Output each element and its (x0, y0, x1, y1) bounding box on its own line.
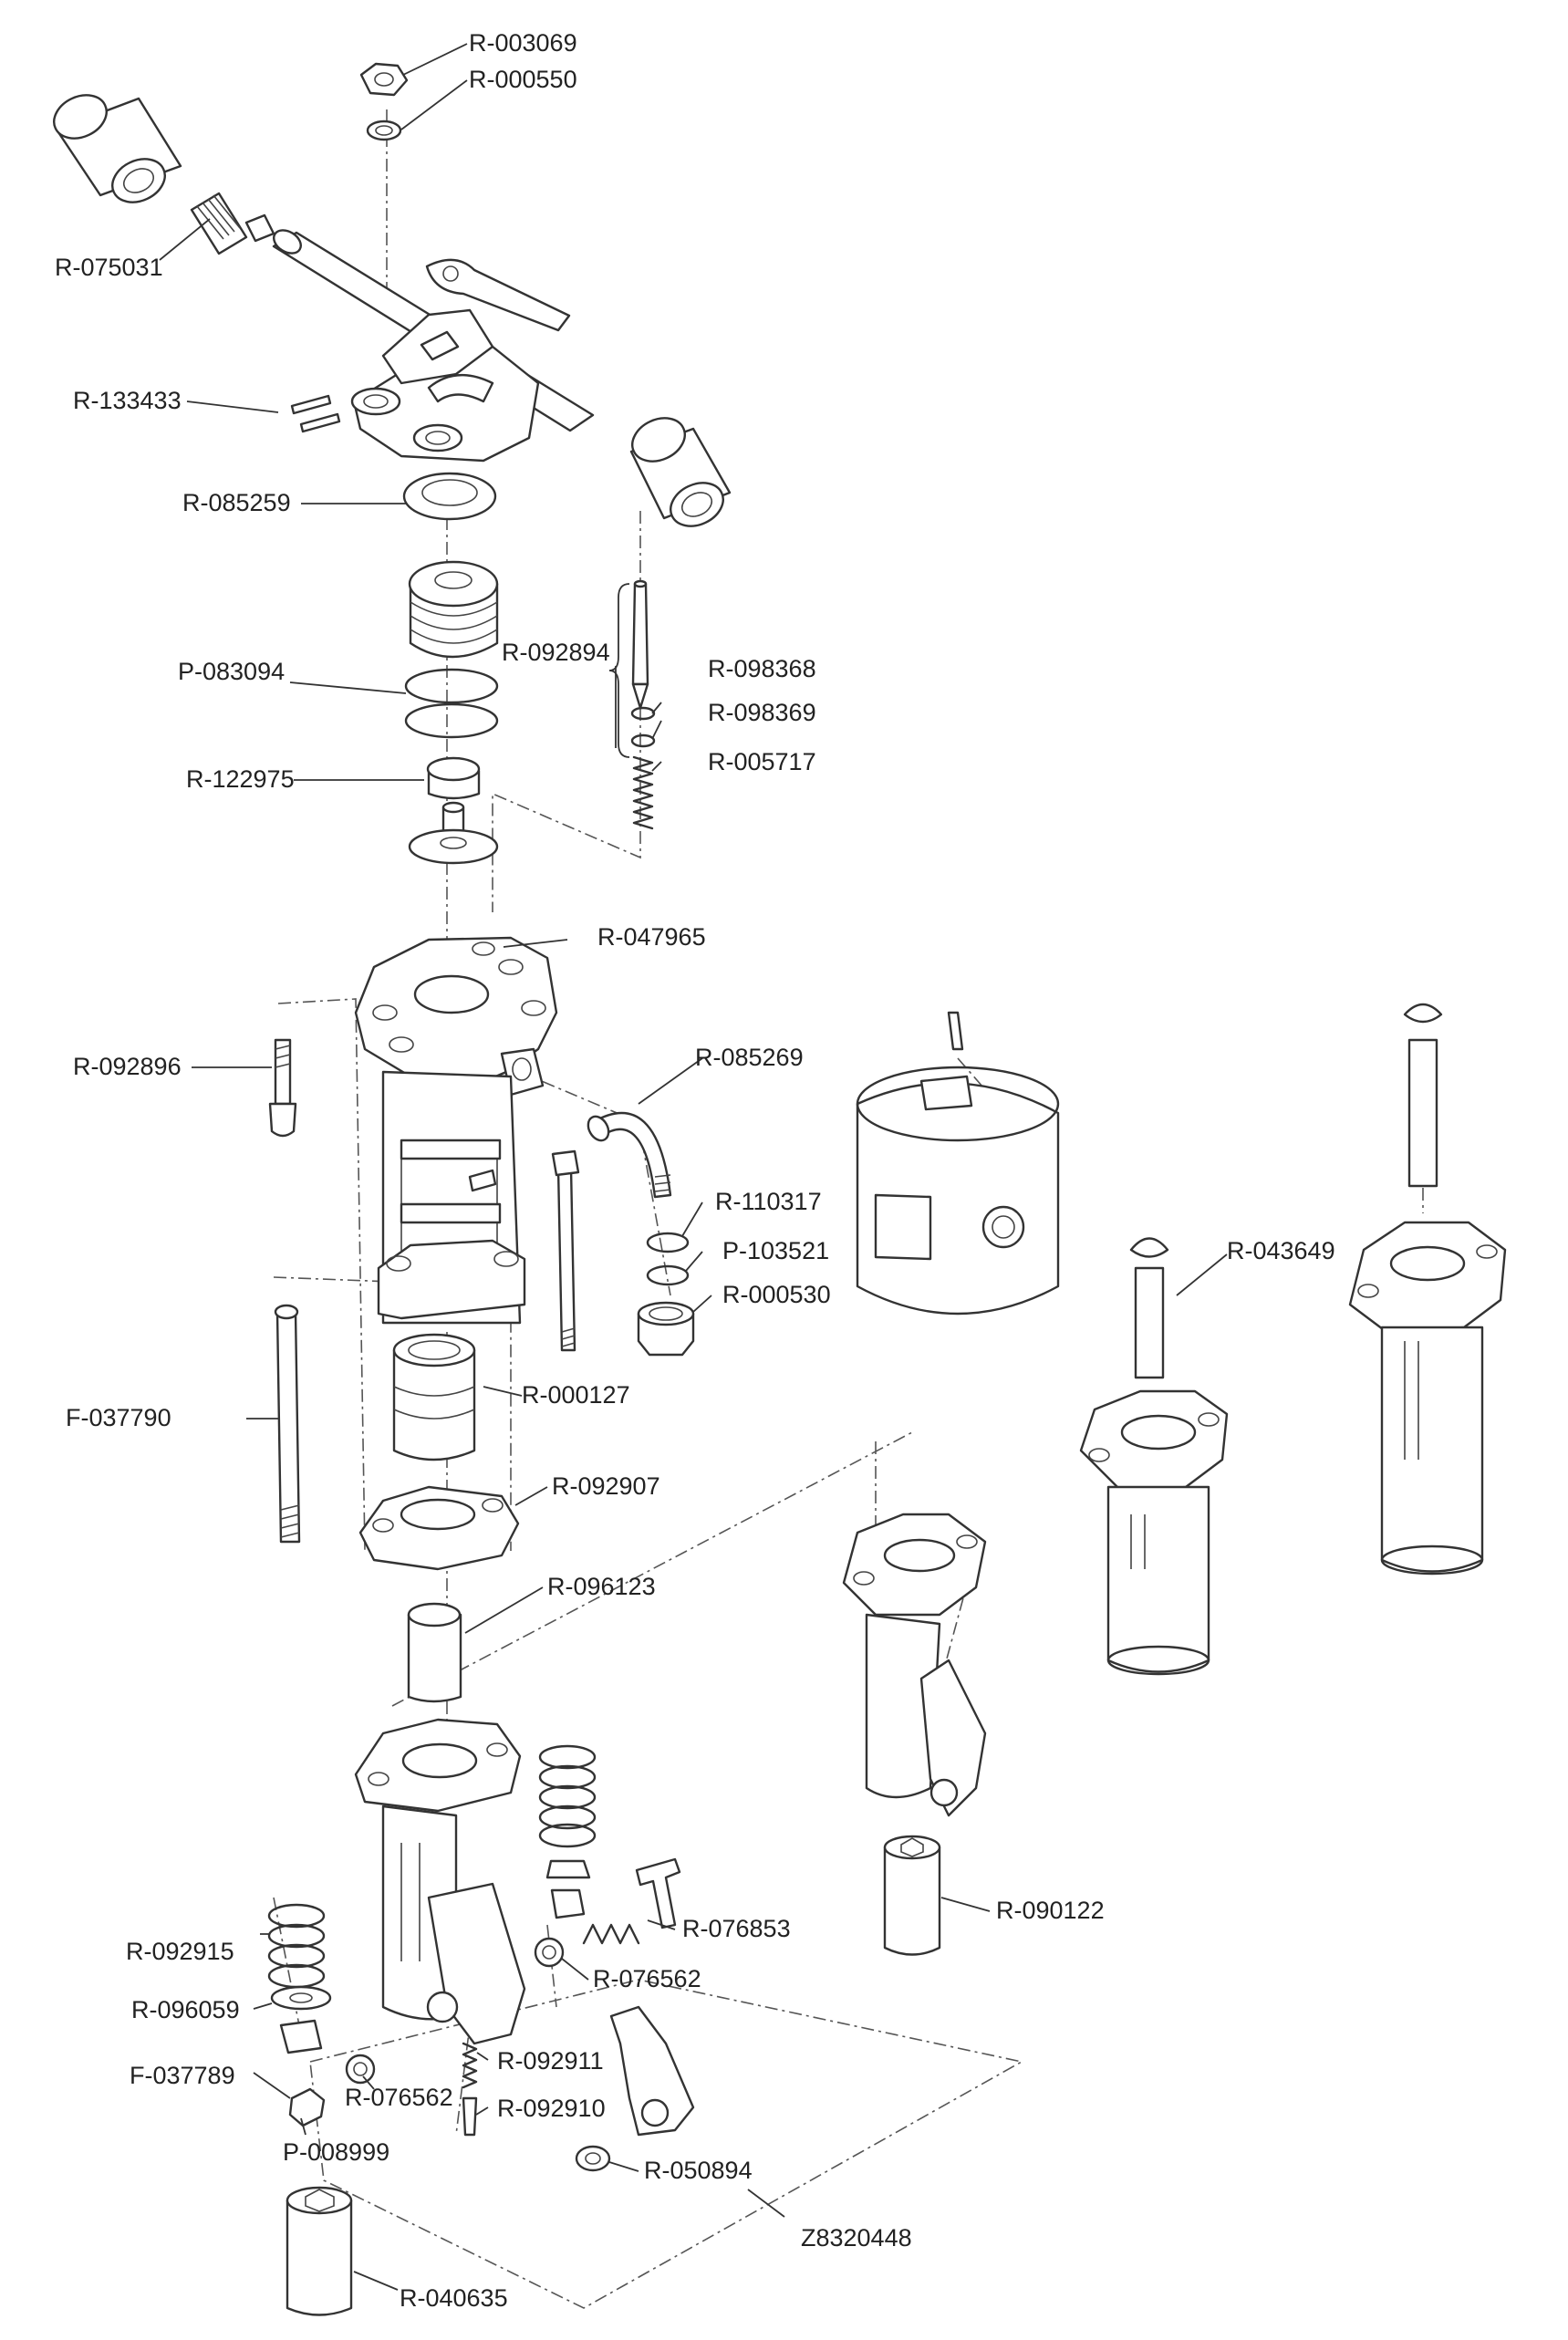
part-label: R-076853 (682, 1915, 791, 1942)
cylinder-head-flange (354, 936, 558, 1097)
part-label: F-037790 (66, 1404, 171, 1431)
part-label: R-005717 (708, 748, 816, 775)
part-label: R-085259 (182, 489, 291, 516)
part-label: R-092911 (497, 2047, 604, 2075)
retainer-frame (309, 1979, 1024, 2309)
part-label: R-076562 (593, 1965, 701, 1992)
top-nut (359, 62, 409, 97)
throttle-valve-rod (631, 579, 649, 710)
handle-assembly (53, 94, 732, 527)
leader-lines (159, 43, 1228, 2291)
cylinder-assembly (354, 936, 558, 1325)
chuck-bushing-right (883, 1835, 941, 1956)
valve-o-rings (630, 706, 656, 748)
handle-housing (350, 308, 540, 463)
long-bolt (274, 1304, 301, 1544)
part-label: Z8320448 (801, 2224, 912, 2252)
part-label: R-096059 (131, 1996, 240, 2023)
part-label: R-050894 (644, 2157, 753, 2184)
part-label: R-040635 (400, 2284, 508, 2312)
latch-spring-right (538, 1744, 597, 1919)
muffler-cover (856, 1011, 1060, 1316)
part-label: R-043649 (1227, 1237, 1335, 1264)
part-label: R-110317 (715, 1188, 822, 1215)
small-bolt-axis (957, 1057, 991, 1096)
inlet-seals (646, 1232, 690, 1286)
throttle-lever (425, 258, 571, 332)
bolt-axis-left (277, 998, 366, 1552)
tie-rod-right (551, 1149, 580, 1352)
sleeve (407, 1602, 462, 1703)
part-label: R-003069 (469, 29, 577, 57)
fitting-axis (519, 1071, 671, 1296)
latch-spring-left (267, 1903, 332, 2054)
o-rings (404, 668, 499, 739)
cylinder-bottom-flange (377, 1239, 526, 1320)
front-head (354, 1718, 526, 2045)
plunger-spring (462, 2042, 478, 2137)
piston (392, 1333, 476, 1461)
part-label: R-092894 (502, 639, 610, 666)
hex-nut-left (288, 2087, 326, 2127)
valve-spring (632, 755, 654, 830)
valve-section (402, 472, 499, 865)
part-label: R-133433 (73, 387, 182, 414)
part-label: R-075031 (55, 254, 163, 281)
part-label: R-092907 (552, 1472, 660, 1500)
part-label: R-090122 (996, 1897, 1105, 1924)
part-label: R-000550 (469, 66, 577, 93)
valve-chest (408, 560, 499, 659)
inlet-nut (637, 1301, 695, 1357)
right-grip (629, 417, 732, 527)
left-grip (53, 94, 182, 203)
roll-pins (290, 394, 341, 433)
front-head-long-right (1348, 1003, 1507, 1576)
part-label: R-047965 (597, 923, 706, 951)
latch-axis (273, 1897, 557, 2136)
part-label: R-098368 (708, 655, 816, 682)
part-label: R-076562 (345, 2084, 453, 2111)
valve-stem-disc (408, 801, 499, 865)
latch-bushing (575, 2145, 611, 2172)
part-label: R-092896 (73, 1053, 182, 1080)
bolt-axis-lower (273, 1276, 512, 1551)
valve-cap (426, 756, 481, 800)
part-labels: R-003069 R-000550 R-075031 R-133433 R-08… (55, 29, 1335, 2312)
front-head-long-left (1079, 1237, 1229, 1676)
part-label: R-122975 (186, 765, 295, 793)
top-washer (366, 120, 402, 141)
retainer-latch (609, 2005, 695, 2137)
part-label: P-008999 (283, 2138, 389, 2166)
part-label: R-000530 (722, 1281, 831, 1308)
part-label: R-000127 (522, 1381, 630, 1409)
air-inlet-elbow (587, 1112, 672, 1199)
threaded-plug (190, 192, 275, 255)
cap-screw-left (268, 1038, 297, 1138)
part-label: R-085269 (695, 1044, 804, 1071)
part-label: R-098369 (708, 699, 816, 726)
cap-nut-right (534, 1937, 565, 1968)
part-label: P-083094 (178, 658, 285, 685)
thrust-washer (402, 472, 497, 521)
part-label: R-092915 (126, 1938, 234, 1965)
cap-nut-left (345, 2054, 376, 2085)
chuck-bushing (286, 2186, 353, 2316)
buffer-flange (358, 1485, 520, 1571)
front-head-retainer (842, 1513, 987, 1817)
part-label: R-096123 (547, 1573, 656, 1600)
part-label: R-092910 (497, 2095, 606, 2122)
latch-bolt (582, 1857, 681, 1945)
part-label: P-103521 (722, 1237, 829, 1264)
part-label: F-037789 (130, 2062, 235, 2089)
